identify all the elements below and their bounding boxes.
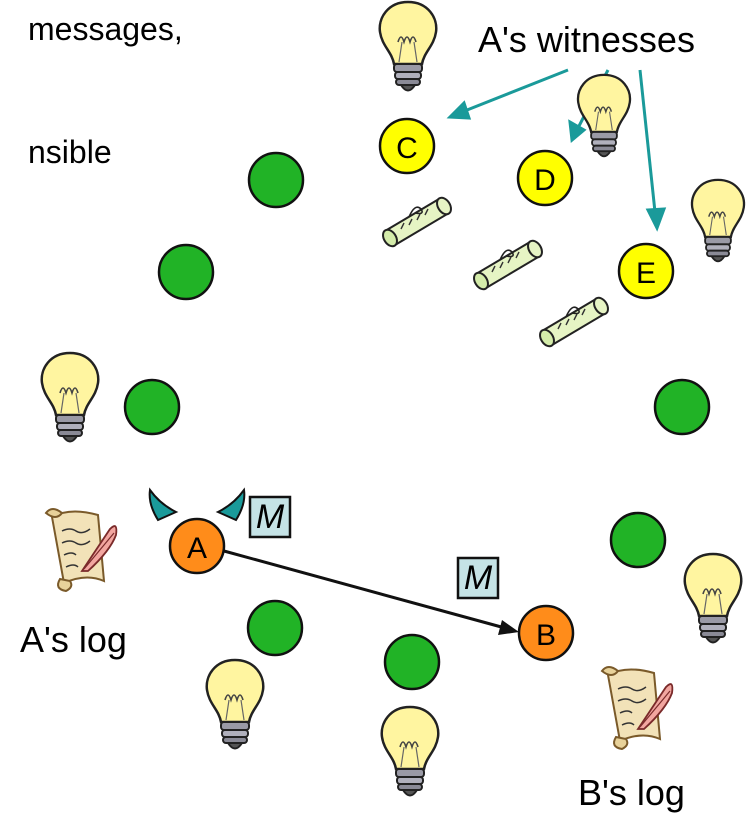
node-e-label: E [636, 257, 656, 290]
node-b [517, 604, 575, 662]
node-a-label: A [187, 532, 207, 565]
node-c [378, 117, 436, 175]
node-green [246, 599, 304, 657]
light-bulb-icon [683, 552, 743, 644]
node-c-label: C [396, 132, 418, 165]
node-green [247, 151, 305, 209]
node-d-label: D [534, 164, 556, 197]
node-green [123, 378, 181, 436]
horn-icon [215, 487, 246, 522]
b-log-label: B's log [578, 772, 685, 813]
log-scroll-icon [45, 508, 118, 592]
node-d [516, 149, 574, 207]
a-log-label: A's log [20, 619, 127, 660]
node-green [653, 378, 711, 436]
node-green [157, 243, 215, 301]
node-a [168, 517, 226, 575]
light-bulb-icon [205, 658, 265, 750]
message-arrow [223, 549, 519, 635]
node-e [617, 242, 675, 300]
message-box-label: M [256, 498, 285, 536]
witness-arrows [446, 68, 667, 232]
message-box [248, 495, 292, 539]
light-bulb-icon [380, 705, 440, 797]
node-green [609, 511, 667, 569]
light-bulb-icon [40, 351, 100, 443]
document-roll-icon [470, 237, 546, 293]
green-nodes [123, 151, 711, 691]
document-roll-icon [536, 294, 612, 350]
light-bulb-icon [378, 0, 438, 92]
horn-icon [148, 487, 179, 522]
header-fragment-2: nsible [28, 134, 112, 170]
node-b-label: B [536, 619, 556, 652]
document-roll-icon [379, 194, 455, 250]
witnesses-label: A's witnesses [478, 19, 695, 60]
light-bulb-icon [576, 73, 632, 158]
node-green [383, 633, 441, 691]
header-fragment-1: messages, [28, 11, 183, 47]
message-box [456, 556, 500, 600]
log-scroll-icon [601, 666, 674, 750]
light-bulb-icon [690, 178, 746, 263]
message-box-label: M [464, 559, 493, 597]
